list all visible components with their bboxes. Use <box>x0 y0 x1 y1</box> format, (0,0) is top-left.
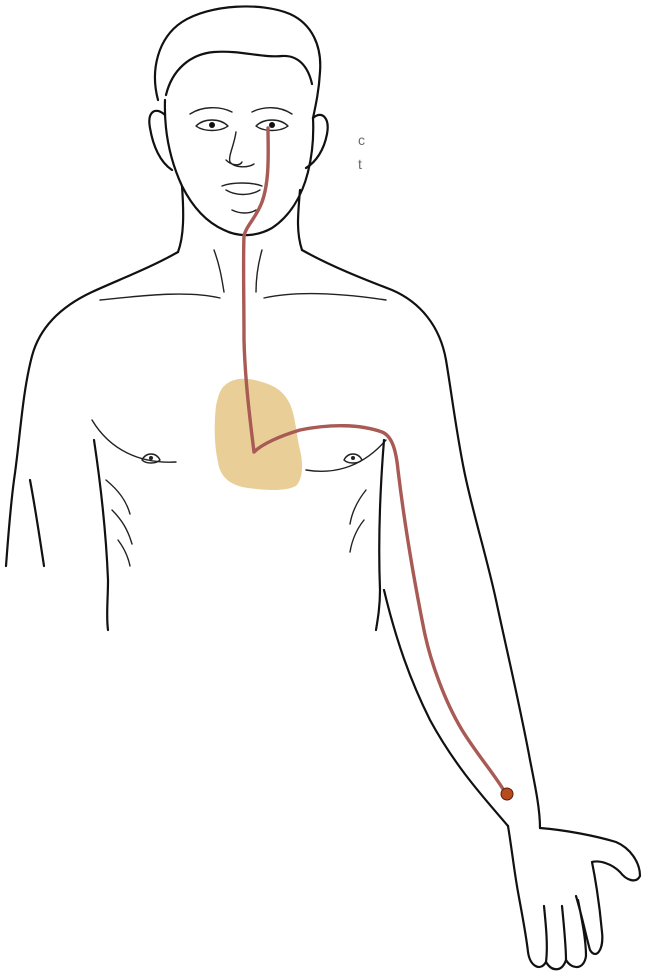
torso-left <box>6 252 178 566</box>
torso-left-side <box>94 440 108 630</box>
neck-muscles <box>214 250 262 292</box>
forearm-inner <box>384 590 508 826</box>
text-fragment-2: t <box>358 154 362 174</box>
left-pupil <box>209 122 215 128</box>
ribs <box>106 480 366 566</box>
acupoint-marker <box>501 788 513 800</box>
left-eyebrow <box>190 108 232 114</box>
left-nipple-dot <box>149 456 153 460</box>
pectoral-right <box>306 440 386 471</box>
torso-right-side <box>376 440 384 630</box>
hair <box>155 6 320 118</box>
right-nipple-dot <box>351 456 355 460</box>
right-eyebrow <box>252 108 292 114</box>
right-pupil <box>269 122 275 128</box>
text-fragment-1: c <box>358 130 365 150</box>
torso-right <box>302 250 540 828</box>
head-outline <box>165 100 313 235</box>
hand <box>508 826 640 969</box>
pectoral-left <box>92 420 176 462</box>
right-ear <box>306 115 328 168</box>
nose <box>226 132 254 167</box>
mouth <box>222 183 262 213</box>
left-arm-inner <box>30 480 44 566</box>
